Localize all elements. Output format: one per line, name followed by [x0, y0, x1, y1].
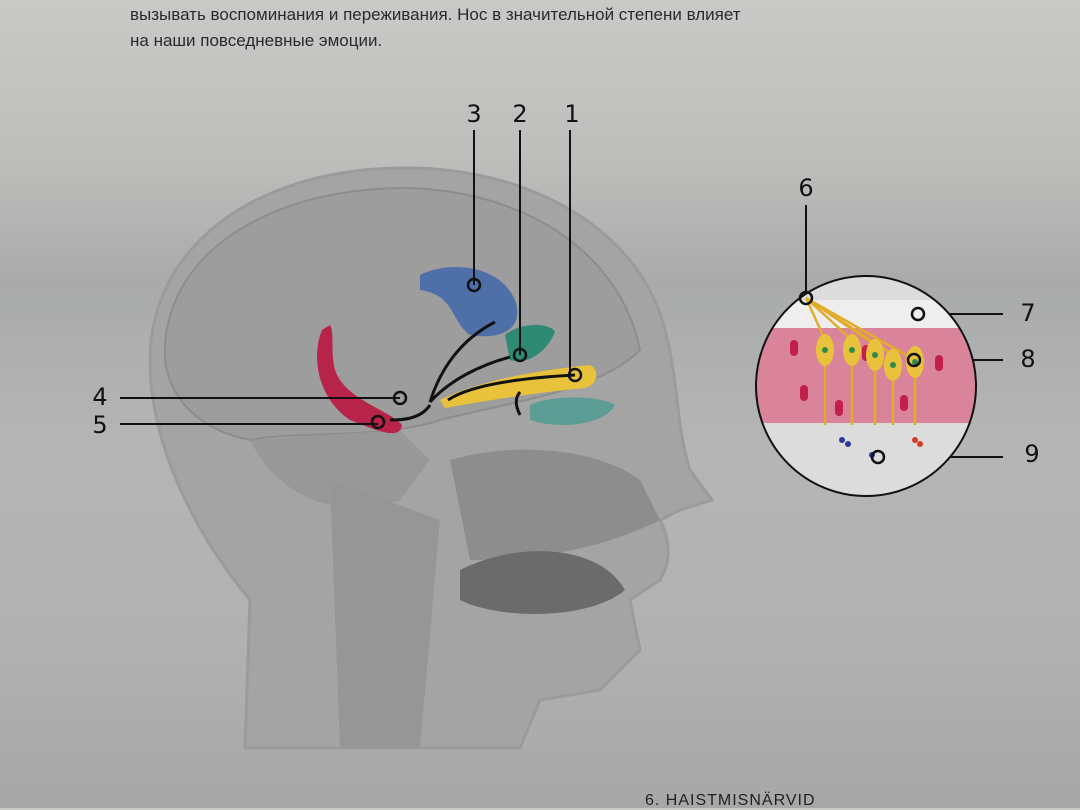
intro-line-2: на наши повседневные эмоции. [130, 31, 383, 50]
label-1: 1 [564, 100, 579, 128]
label-2: 2 [512, 100, 527, 128]
hippocampus-region [317, 325, 402, 434]
label-8: 8 [1020, 345, 1035, 373]
label-7: 7 [1020, 299, 1035, 327]
spine [330, 480, 440, 748]
signal-arrows [389, 320, 576, 422]
amygdala-region [505, 324, 555, 362]
intro-line-1: вызывать воспоминания и переживания. Нос… [130, 5, 741, 24]
bottom-heading: 6. HAISTMISNÄRVID [645, 792, 816, 809]
label-markers [370, 277, 583, 430]
label-6: 6 [798, 174, 813, 202]
mouth-cavity [460, 551, 625, 614]
label-3: 3 [466, 100, 481, 128]
intro-text: вызывать воспоминания и переживания. Нос… [130, 2, 990, 54]
epithelium-closeup [755, 275, 977, 497]
label-5: 5 [92, 411, 107, 439]
nasal-cavity [450, 449, 660, 560]
olfactory-epithelium [530, 397, 615, 425]
label-9: 9 [1024, 440, 1039, 468]
cerebellum [250, 430, 430, 508]
label-4: 4 [92, 383, 107, 411]
orbitofrontal-region [420, 267, 518, 337]
